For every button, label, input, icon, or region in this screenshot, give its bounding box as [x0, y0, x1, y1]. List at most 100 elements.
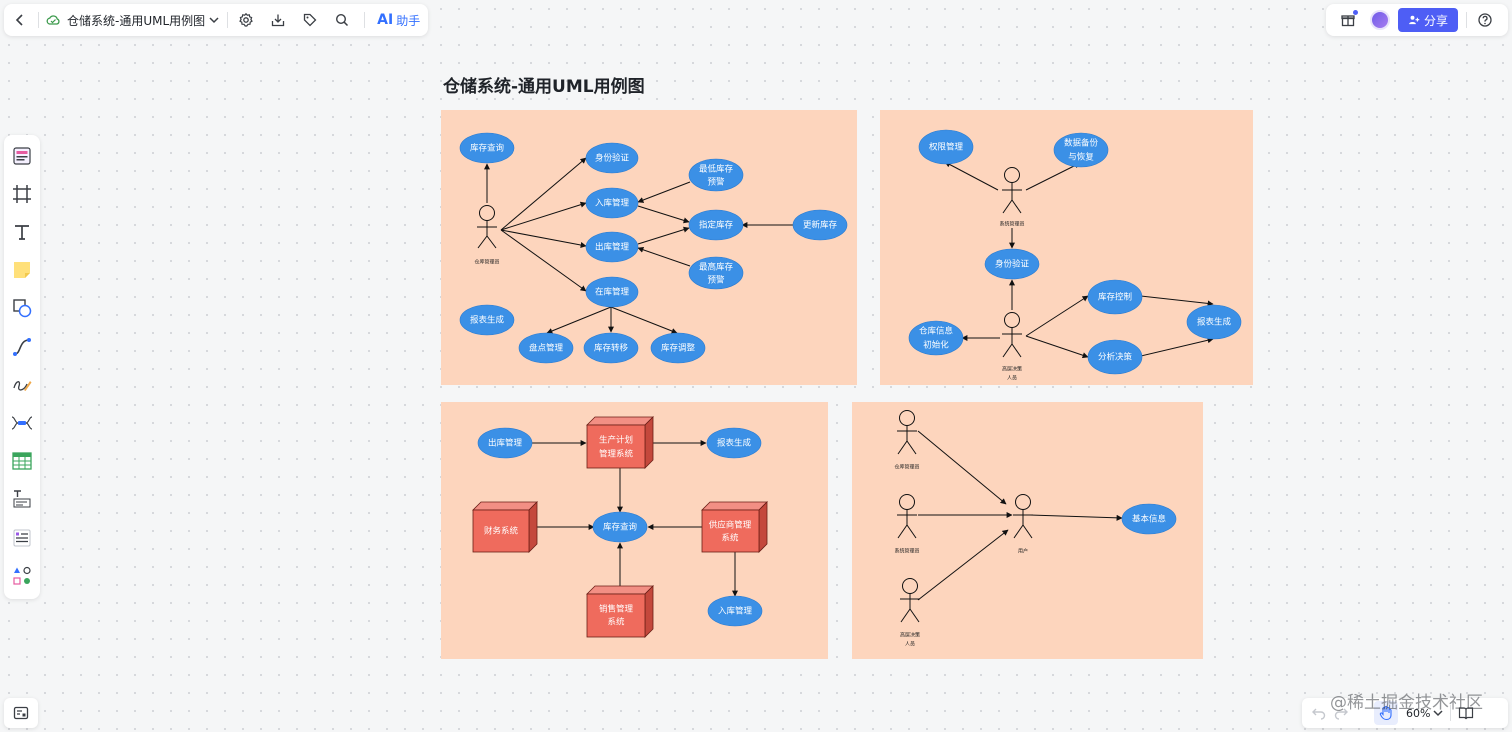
share-label: 分享: [1424, 13, 1449, 28]
document-title[interactable]: 仓储系统-通用UML用例图: [67, 13, 206, 28]
share-button[interactable]: 分享: [1398, 8, 1459, 32]
usecase-d1-inbound[interactable]: [585, 187, 639, 219]
left-tool-palette: [4, 135, 40, 599]
system-box-sales[interactable]: [586, 585, 654, 638]
help-icon[interactable]: [1471, 6, 1499, 34]
label-d3-sales-2: 系统: [607, 617, 625, 628]
label-d3-in: 入库管理: [718, 606, 753, 617]
diagram-connectors: [484, 157, 1214, 601]
usecase-d1-report[interactable]: [459, 304, 515, 336]
label-d1-assign: 指定库存: [699, 220, 734, 231]
label-d2-perm: 权限管理: [929, 142, 964, 153]
table-tool-icon[interactable]: [7, 446, 37, 476]
actor-d4-system-admin[interactable]: [897, 494, 917, 539]
label-d3-supplier-1: 供应商管理: [709, 520, 752, 531]
usecase-d1-max-alert[interactable]: [688, 256, 744, 290]
label-d2-backup-2: 与恢复: [1068, 152, 1094, 163]
settings-gear-icon[interactable]: [232, 6, 260, 34]
tag-icon[interactable]: [296, 6, 324, 34]
actor-d4-executive[interactable]: [900, 578, 920, 623]
chevron-down-icon[interactable]: [205, 6, 223, 34]
actor-label-d2-exec-2: 人员: [1007, 376, 1017, 382]
zoom-level[interactable]: 60%: [1406, 706, 1431, 720]
actor-label-d4-exec-1: 高层决策: [900, 632, 920, 639]
usecase-d1-count[interactable]: [518, 332, 574, 364]
usecase-d2-backup[interactable]: [1053, 132, 1109, 168]
label-d4-basic: 基本信息: [1132, 514, 1167, 525]
label-d1-in: 入库管理: [595, 198, 630, 209]
usecase-d1-adjust[interactable]: [650, 332, 706, 364]
actor-d2-system-admin[interactable]: [1002, 167, 1022, 214]
gift-box-icon[interactable]: [1334, 6, 1362, 34]
usecase-d1-auth[interactable]: [585, 142, 639, 174]
frame-tool-icon[interactable]: [7, 179, 37, 209]
search-icon[interactable]: [328, 6, 356, 34]
usecase-d2-control[interactable]: [1087, 279, 1143, 315]
usecase-d3-report[interactable]: [706, 427, 762, 459]
system-box-supplier[interactable]: [701, 501, 768, 553]
cloud-sync-icon[interactable]: [43, 6, 63, 34]
usecase-d3-outbound[interactable]: [477, 427, 533, 459]
chevron-down-icon[interactable]: [1430, 699, 1446, 727]
usecase-d1-transfer[interactable]: [583, 332, 639, 364]
system-box-finance[interactable]: [472, 501, 538, 553]
undo-icon[interactable]: [1308, 699, 1330, 727]
pen-tool-icon[interactable]: [7, 370, 37, 400]
download-icon[interactable]: [264, 6, 292, 34]
label-d2-backup-1: 数据备份: [1064, 138, 1099, 149]
actor-d1-warehouse-manager[interactable]: [477, 205, 497, 249]
label-d2-init-2: 初始化: [923, 340, 949, 351]
list-tool-icon[interactable]: [7, 523, 37, 553]
mindmap-tool-icon[interactable]: [7, 408, 37, 438]
usecase-d2-report[interactable]: [1186, 304, 1242, 340]
sticky-note-icon[interactable]: [7, 256, 37, 286]
label-d2-report: 报表生成: [1197, 317, 1232, 328]
text-tool-icon[interactable]: [7, 217, 37, 247]
label-d2-control: 库存控制: [1098, 292, 1132, 303]
usecase-d1-inventory-query[interactable]: [459, 132, 515, 164]
usecase-d4-basic-info[interactable]: [1121, 503, 1177, 535]
usecase-d3-inbound[interactable]: [707, 595, 763, 627]
label-d1-adjust: 库存调整: [661, 343, 696, 354]
hand-pan-icon[interactable]: [1374, 701, 1398, 725]
ai-assistant-label: 助手: [396, 13, 421, 28]
usecase-d2-auth[interactable]: [984, 248, 1040, 280]
actor-d4-user[interactable]: [1013, 494, 1033, 539]
connector-tool-icon[interactable]: [7, 332, 37, 362]
usecase-d1-assign[interactable]: [688, 209, 744, 241]
label-d1-max-2: 预警: [707, 275, 725, 286]
redo-icon[interactable]: [1330, 699, 1352, 727]
ai-assistant-button[interactable]: AI 助手: [377, 12, 420, 29]
divider: [1450, 705, 1452, 721]
text-card-icon[interactable]: [7, 485, 37, 515]
divider: [364, 12, 366, 28]
usecase-d2-init[interactable]: [908, 320, 964, 356]
actor-d2-executive[interactable]: [1002, 312, 1022, 358]
minimap-icon: [13, 706, 29, 720]
actor-d4-warehouse-manager[interactable]: [897, 410, 917, 455]
template-tool-icon[interactable]: [7, 141, 37, 171]
book-guide-icon[interactable]: [1455, 699, 1477, 727]
actor-label-d2-admin: 系统管理员: [999, 221, 1024, 228]
more-shapes-icon[interactable]: [7, 561, 37, 591]
usecase-d1-min-alert[interactable]: [688, 158, 744, 192]
label-d1-report: 报表生成: [470, 315, 505, 326]
actor-label-d4-user: 用户: [1018, 548, 1028, 555]
usecase-d3-query[interactable]: [592, 511, 648, 543]
usecase-d1-stock-mgmt[interactable]: [585, 276, 639, 308]
ai-badge: AI: [377, 12, 394, 28]
system-box-production[interactable]: [586, 416, 654, 469]
divider: [227, 12, 229, 28]
usecase-d1-outbound[interactable]: [585, 231, 639, 263]
actor-label-d1-wh: 仓库管理员: [474, 259, 499, 266]
usecase-d1-update[interactable]: [792, 209, 848, 241]
back-icon[interactable]: [6, 6, 34, 34]
usecase-d2-analysis[interactable]: [1087, 339, 1143, 375]
shape-tool-icon[interactable]: [7, 294, 37, 324]
minimap-button[interactable]: [4, 698, 38, 728]
label-d3-supplier-2: 系统: [721, 533, 739, 544]
usecase-d2-permission[interactable]: [918, 129, 974, 165]
label-d1-min-2: 预警: [707, 177, 725, 188]
avatar[interactable]: [1370, 10, 1390, 30]
